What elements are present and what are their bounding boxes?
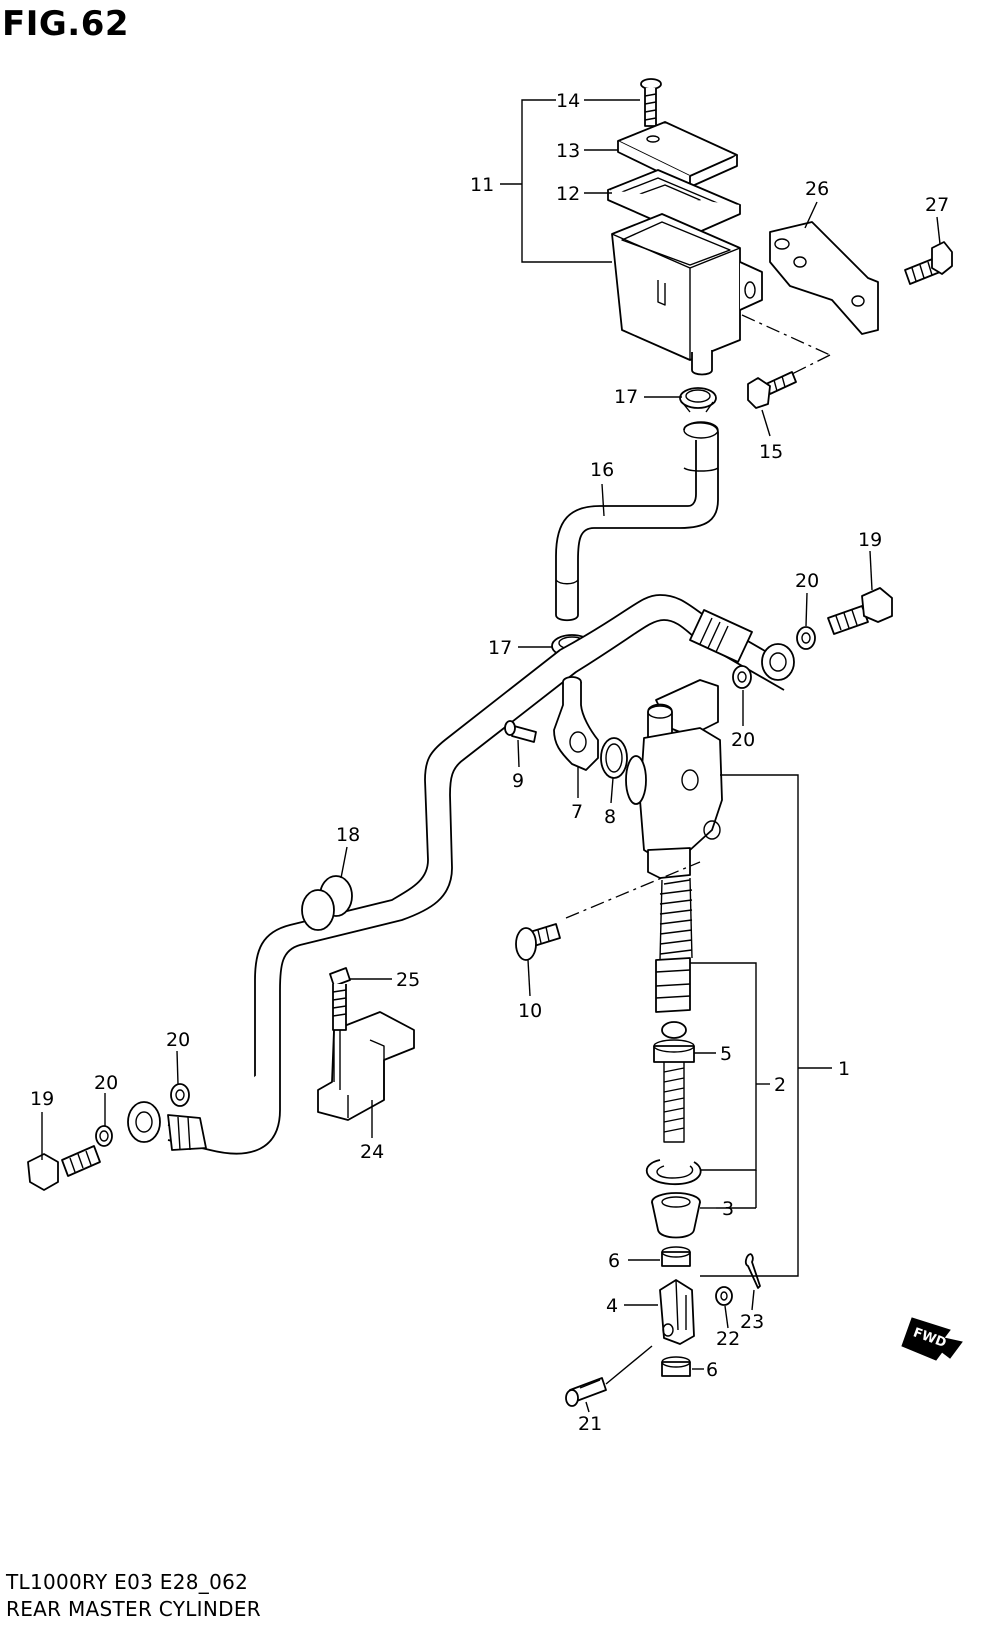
callout-15: 15 xyxy=(759,441,783,463)
reservoir-cap xyxy=(617,121,738,188)
section-name-caption: REAR MASTER CYLINDER xyxy=(6,1597,261,1621)
callout-21: 21 xyxy=(578,1413,602,1435)
callout-3: 3 xyxy=(722,1198,734,1220)
callout-5: 5 xyxy=(720,1043,732,1065)
callout-19-left: 19 xyxy=(30,1088,54,1110)
callout-13: 13 xyxy=(556,140,580,162)
figure-title: FIG.62 xyxy=(2,4,130,44)
snap-ring xyxy=(645,1159,702,1185)
reservoir-mount-bolt xyxy=(747,371,797,409)
callout-17-lower: 17 xyxy=(488,637,512,659)
inlet-fitting xyxy=(553,676,599,771)
master-cylinder-body xyxy=(625,679,723,879)
callout-1: 1 xyxy=(838,1058,850,1080)
reservoir-bracket xyxy=(769,221,879,335)
lower-lock-nut xyxy=(661,1356,691,1377)
rear-brake-hose xyxy=(127,594,795,1155)
inlet-fitting-screw xyxy=(504,720,537,743)
master-cylinder-mount-bolt xyxy=(515,923,561,961)
piston-spring xyxy=(659,877,693,961)
callout-20-left-low: 20 xyxy=(94,1072,118,1094)
callout-4: 4 xyxy=(606,1295,618,1317)
reservoir-hose xyxy=(555,421,719,622)
copper-washer xyxy=(796,626,816,650)
reservoir-tank xyxy=(611,213,763,376)
hose-clamp-upper xyxy=(679,387,717,413)
callout-25: 25 xyxy=(396,969,420,991)
callout-19-right: 19 xyxy=(858,529,882,551)
model-code-caption: TL1000RY E03 E28_062 xyxy=(6,1570,249,1594)
callout-23: 23 xyxy=(740,1311,764,1333)
callout-20-upper: 20 xyxy=(795,570,819,592)
banjo-bolt-lower xyxy=(27,1145,101,1191)
reservoir-screw xyxy=(640,78,662,127)
callout-24: 24 xyxy=(360,1141,384,1163)
leader-lines xyxy=(41,99,941,1413)
hose-guide-clamp xyxy=(317,1011,415,1121)
callout-27: 27 xyxy=(925,194,949,216)
bracket-bolt xyxy=(904,241,953,285)
callout-9: 9 xyxy=(512,770,524,792)
callout-26: 26 xyxy=(805,178,829,200)
copper-washer xyxy=(95,1125,113,1147)
callout-labels: 14 13 11 12 26 27 17 15 16 19 20 17 20 9… xyxy=(30,90,949,1435)
callout-2: 2 xyxy=(774,1074,786,1096)
callout-12: 12 xyxy=(556,183,580,205)
push-rod-boot xyxy=(651,1192,701,1239)
callout-8: 8 xyxy=(604,806,616,828)
callout-14: 14 xyxy=(556,90,580,112)
fwd-direction-arrow-icon: FWD xyxy=(901,1317,963,1361)
callout-10: 10 xyxy=(518,1000,542,1022)
callout-22: 22 xyxy=(716,1328,740,1350)
banjo-bolt-upper xyxy=(827,587,893,635)
callout-11: 11 xyxy=(470,174,494,196)
copper-washer xyxy=(732,665,752,689)
clevis-washer xyxy=(715,1286,733,1306)
inlet-o-ring xyxy=(600,737,628,779)
callout-16: 16 xyxy=(590,459,614,481)
clamp-bolt xyxy=(329,967,351,1031)
callout-6-upper: 6 xyxy=(608,1250,620,1272)
push-rod-clevis xyxy=(659,1279,695,1345)
callout-17-upper: 17 xyxy=(614,386,638,408)
callout-20-mid: 20 xyxy=(731,729,755,751)
callout-18: 18 xyxy=(336,824,360,846)
callout-7: 7 xyxy=(571,801,583,823)
lock-nut xyxy=(661,1246,691,1267)
copper-washer xyxy=(170,1083,190,1107)
piston-assembly xyxy=(653,957,695,1143)
callout-6-lower: 6 xyxy=(706,1359,718,1381)
clevis-pin xyxy=(565,1377,607,1407)
cotter-pin xyxy=(744,1253,761,1289)
callout-20-left-high: 20 xyxy=(166,1029,190,1051)
